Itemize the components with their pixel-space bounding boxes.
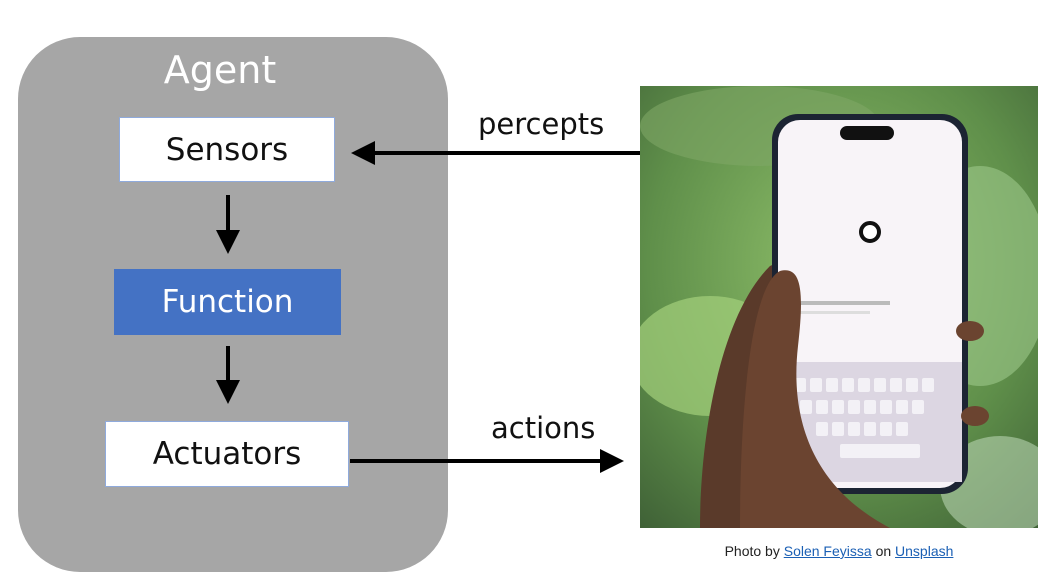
photo-caption: Photo by Solen Feyissa on Unsplash — [640, 543, 1038, 559]
caption-prefix: Photo by — [724, 543, 780, 559]
function-box: Function — [114, 269, 341, 335]
unsplash-link[interactable]: Unsplash — [895, 543, 954, 559]
agent-title: Agent — [163, 48, 277, 92]
actuators-box: Actuators — [105, 421, 349, 487]
percepts-label: percepts — [478, 107, 605, 141]
phone-photo — [640, 86, 1038, 528]
sensors-box: Sensors — [119, 117, 335, 182]
author-link[interactable]: Solen Feyissa — [783, 543, 872, 559]
actions-label: actions — [491, 411, 596, 445]
caption-middle: on — [875, 543, 892, 559]
